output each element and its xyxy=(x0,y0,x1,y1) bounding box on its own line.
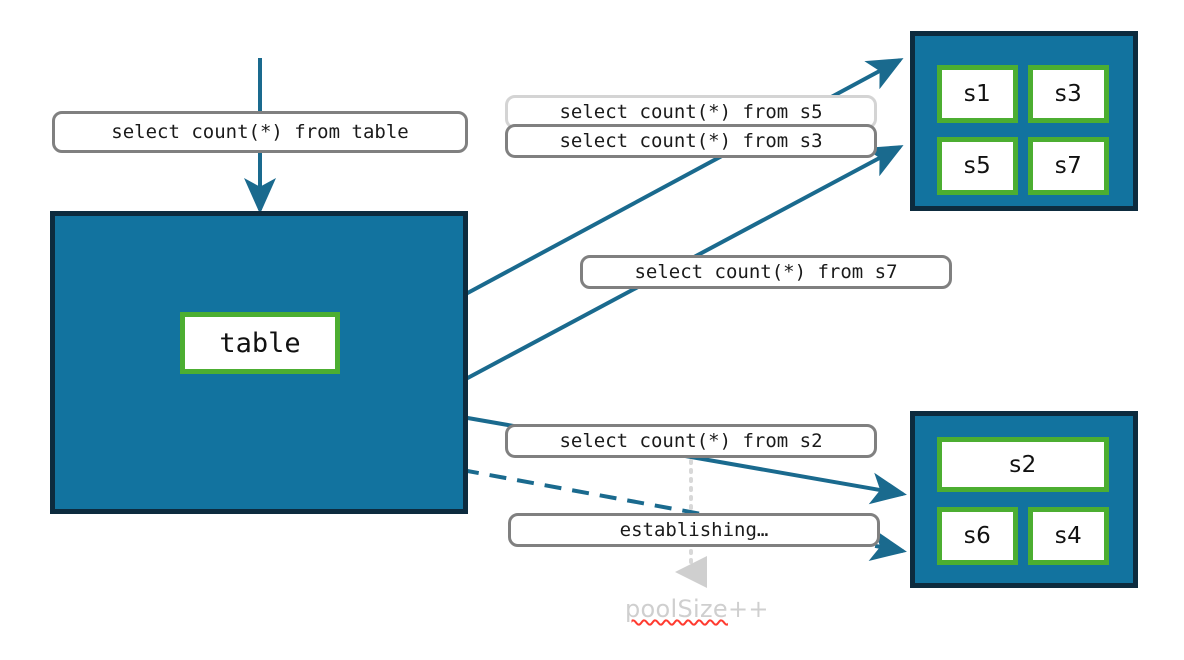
node-s7[interactable]: s7 xyxy=(1028,137,1109,195)
poolsize-annotation-word: poolSize xyxy=(625,595,728,623)
node-table[interactable]: table xyxy=(180,312,340,374)
label-establishing[interactable]: establishing… xyxy=(508,513,880,547)
node-s5[interactable]: s5 xyxy=(937,137,1018,195)
poolsize-annotation-suffix: ++ xyxy=(727,595,769,623)
label-query-s2[interactable]: select count(*) from s2 xyxy=(505,424,877,458)
label-query-s7[interactable]: select count(*) from s7 xyxy=(580,255,952,289)
poolsize-annotation: poolSize++ xyxy=(625,595,769,623)
node-s6[interactable]: s6 xyxy=(937,507,1018,565)
node-s3[interactable]: s3 xyxy=(1028,65,1109,123)
node-s2[interactable]: s2 xyxy=(937,437,1109,492)
label-query-table[interactable]: select count(*) from table xyxy=(52,111,468,153)
node-s4[interactable]: s4 xyxy=(1028,507,1109,565)
node-s1[interactable]: s1 xyxy=(937,65,1018,123)
label-query-s3[interactable]: select count(*) from s3 xyxy=(505,124,877,158)
